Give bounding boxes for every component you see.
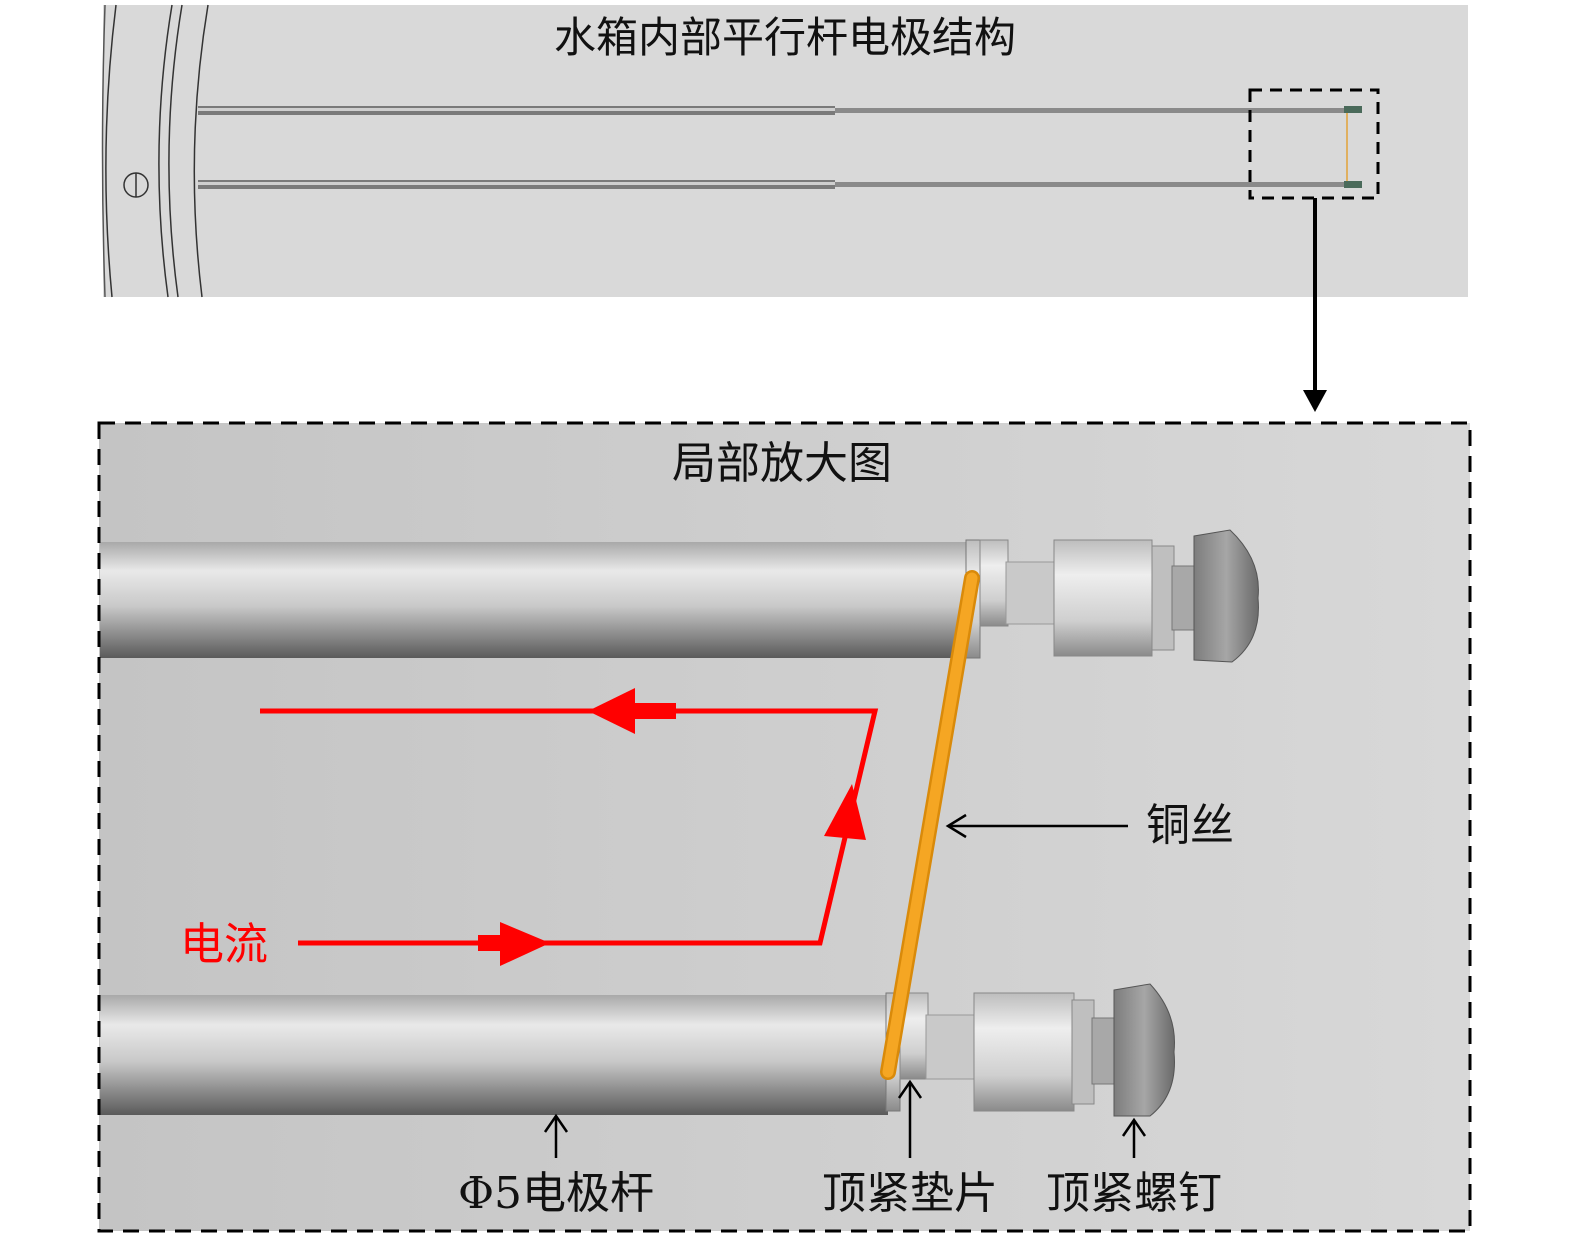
- zoom-panel-border: [97, 421, 1472, 1233]
- top-panel-title: 水箱内部平行杆电极结构: [554, 13, 1016, 62]
- copper-wire-label: 铜丝: [1146, 800, 1234, 851]
- upper-washer: [979, 539, 1009, 627]
- electrode-rod-label: Φ5电极杆: [458, 1168, 654, 1219]
- current-arrow-up: [824, 784, 866, 840]
- overview-rods: [198, 106, 1362, 189]
- current-arrow-right: [500, 922, 550, 966]
- top-panel: 水箱内部平行杆电极结构: [101, 4, 1468, 298]
- copper-wire: [882, 572, 978, 1078]
- upper-screw: [1193, 529, 1259, 663]
- zoom-panel-title: 局部放大图: [672, 438, 892, 489]
- upper-electrode-assembly: [100, 529, 1259, 663]
- lower-screw: [1113, 983, 1175, 1117]
- tank-wall: [101, 4, 209, 298]
- top-panel-background: [103, 5, 1468, 297]
- zoom-panel: 局部放大图 电流 铜丝 Φ5电极杆 顶紧垫片 顶紧螺钉: [97, 421, 1472, 1233]
- lower-electrode-rod: [100, 995, 888, 1115]
- lower-electrode-assembly: [100, 983, 1175, 1117]
- screw-label: 顶紧螺钉: [1046, 1168, 1222, 1219]
- washer-label: 顶紧垫片: [822, 1168, 998, 1219]
- upper-electrode-rod: [100, 542, 968, 658]
- zoom-arrow-head: [1303, 390, 1327, 412]
- current-arrow-left: [588, 688, 635, 734]
- current-label: 电流: [180, 919, 268, 970]
- annotation-pointers: [543, 813, 1147, 1158]
